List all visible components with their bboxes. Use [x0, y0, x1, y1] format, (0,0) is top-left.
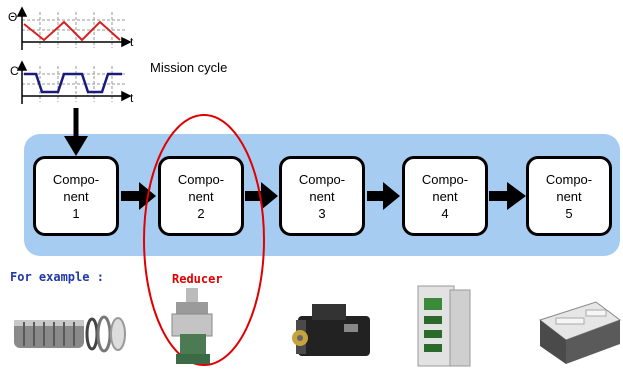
component-4-line2: nent: [432, 188, 458, 204]
torque-graph-axes: [16, 60, 132, 104]
theta-graph-axes: [16, 6, 132, 50]
drive-controller-image: [417, 285, 471, 367]
component-1: Compo- nent 1: [33, 156, 119, 236]
arrow-2-3: [245, 191, 263, 201]
component-5: Compo- nent 5: [526, 156, 612, 236]
reducer-highlight-ellipse: [143, 114, 265, 366]
torque-axis-label: C: [10, 64, 19, 78]
component-2-line1: Compo-: [177, 171, 225, 187]
torque-time-label: t: [130, 91, 134, 105]
component-1-line1: Compo-: [52, 171, 100, 187]
bearing-image: [14, 315, 126, 353]
reducer-image: [171, 288, 213, 364]
reducer-label: Reducer: [172, 272, 223, 286]
component-2: Compo- nent 2: [158, 156, 244, 236]
theta-curve: [23, 20, 121, 42]
arrow-4-5: [489, 191, 509, 201]
input-arrow-head: [64, 136, 88, 156]
mission-cycle-graphs: Θ t C t: [8, 6, 134, 105]
for-example-label: For example :: [10, 270, 104, 284]
component-3-line1: Compo-: [298, 171, 346, 187]
arrow-3-4: [367, 191, 385, 201]
component-1-line2: nent: [63, 188, 89, 204]
torque-curve: [24, 72, 122, 94]
component-4-line1: Compo-: [421, 171, 469, 187]
component-3: Compo- nent 3: [279, 156, 365, 236]
component-3-number: 3: [318, 205, 326, 221]
chain-arrows: [64, 108, 526, 210]
motor-image: [292, 304, 370, 356]
theta-axis-label: Θ: [8, 10, 17, 24]
component-2-line2: nent: [188, 188, 214, 204]
component-2-number: 2: [197, 205, 205, 221]
component-5-number: 5: [565, 205, 573, 221]
theta-time-label: t: [130, 35, 134, 49]
product-illustrations: [14, 285, 622, 367]
component-3-line2: nent: [309, 188, 335, 204]
battery-pack-image: [538, 301, 622, 364]
mission-cycle-label: Mission cycle: [150, 60, 228, 75]
arrow-1-2: [121, 191, 141, 201]
component-1-number: 1: [72, 205, 80, 221]
component-5-line1: Compo-: [545, 171, 593, 187]
component-4: Compo- nent 4: [402, 156, 488, 236]
component-5-line2: nent: [556, 188, 582, 204]
component-4-number: 4: [441, 205, 449, 221]
